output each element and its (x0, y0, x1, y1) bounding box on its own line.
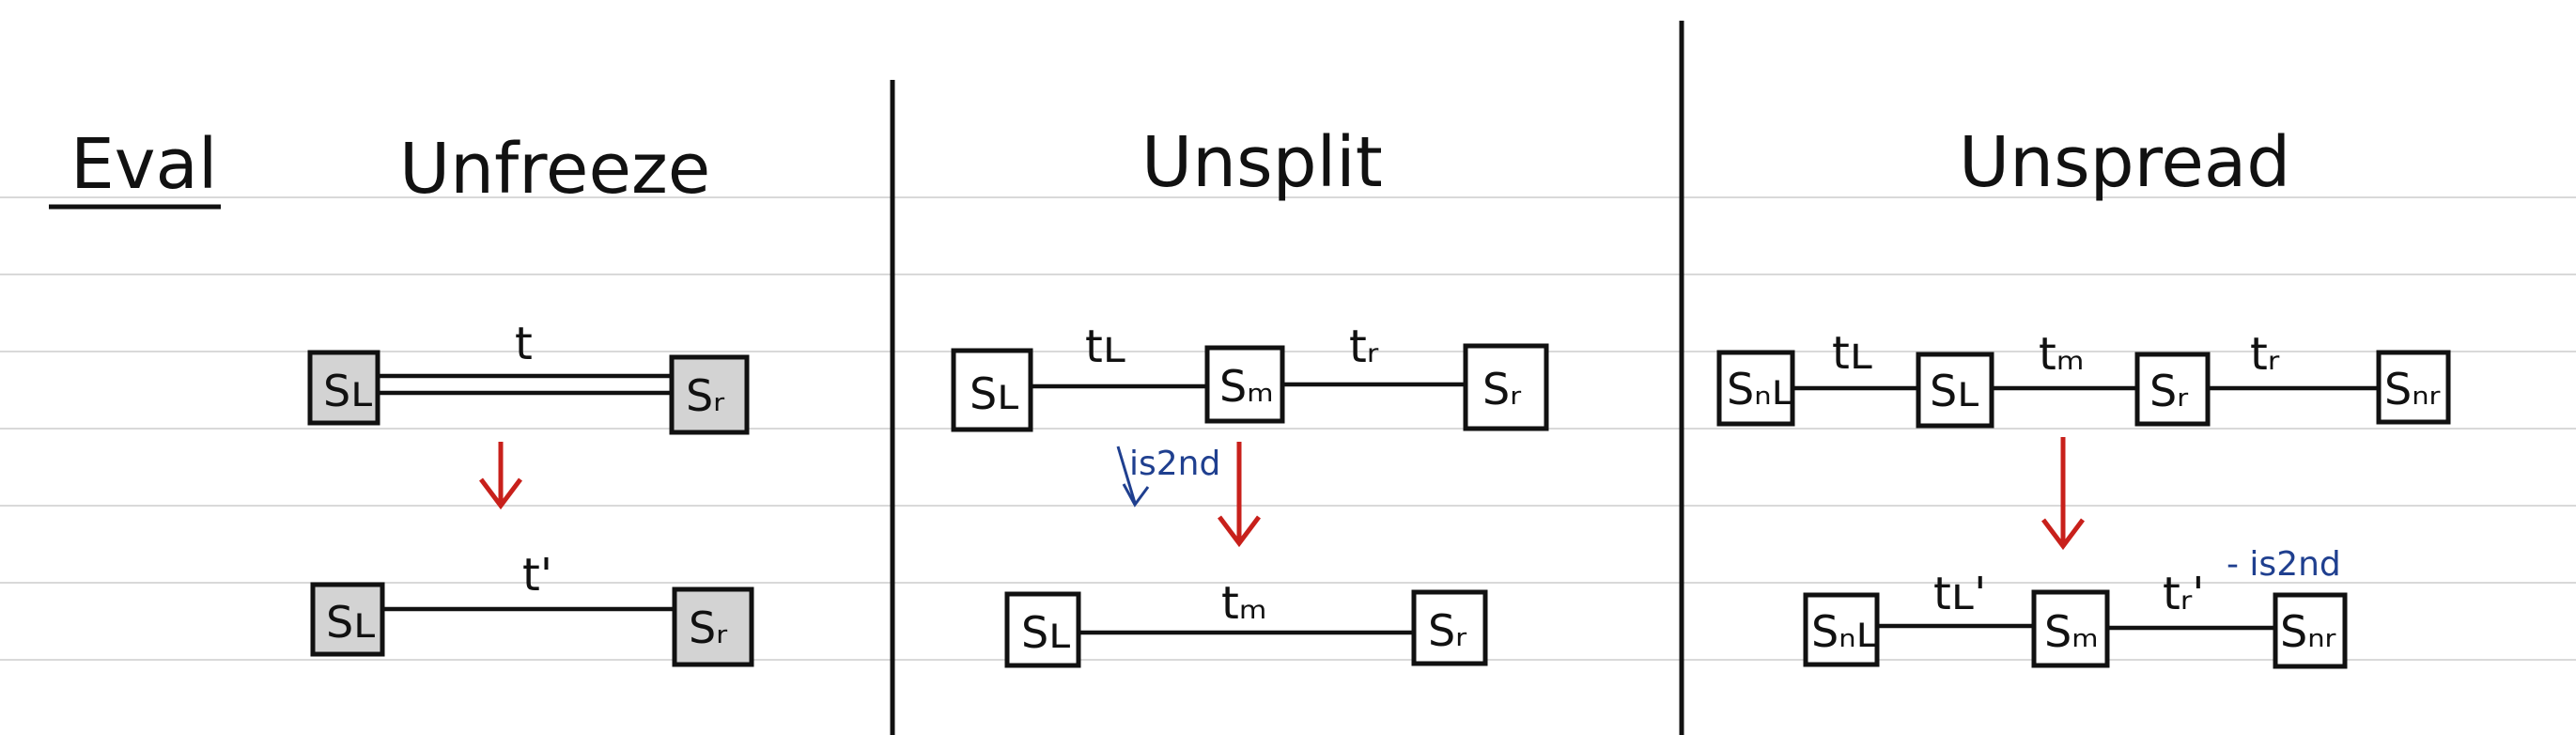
box-s-l (1004, 591, 1081, 668)
heading-eval: Eval (70, 124, 217, 205)
box-label: Sʟ (970, 368, 1019, 419)
box-label: Sʟ (1021, 607, 1071, 658)
box-label: Sᵣ (689, 602, 727, 653)
box-s-r (672, 586, 754, 667)
eval-arrow-head (479, 477, 522, 510)
wire-label: tₘ (2039, 328, 2085, 381)
wire-label: tᵣ (1349, 321, 1379, 373)
wire-label: tʟ (1832, 327, 1872, 380)
panel-unsplit: Unsplit Sʟ tʟ Sₘ tᵣ Sᵣ is2nd Sʟ tₘ Sᵣ (951, 122, 1549, 668)
box-label: Sᵣ (686, 370, 724, 421)
wire-label: tₘ (1221, 577, 1267, 630)
box-s-r (1463, 343, 1549, 431)
note-arrow-head (1122, 483, 1150, 508)
box-label: Sₙᵣ (2384, 364, 2441, 414)
box-label: Sʟ (326, 597, 376, 648)
box-label: Sʟ (1930, 366, 1979, 416)
box-s-l (307, 350, 380, 426)
box-s-nl (1716, 350, 1795, 427)
panel-title: Unfreeze (399, 129, 710, 210)
box-s-r (669, 354, 750, 435)
box-s-r (1411, 589, 1488, 666)
wire-label: tᵣ' (2163, 568, 2204, 620)
box-label: Sₙᵣ (2280, 606, 2336, 657)
wire-label: t (515, 318, 533, 370)
panel-title: Unspread (1959, 122, 2290, 203)
box-s-l (310, 582, 385, 657)
box-s-nr (2273, 592, 2348, 669)
box-label: Sₙʟ (1727, 364, 1793, 414)
note-is2nd: - is2nd (2227, 545, 2341, 584)
eval-arrow-head (1218, 515, 1261, 548)
box-s-m (2031, 589, 2110, 668)
note-arrow (1116, 446, 1137, 504)
box-label: Sₘ (1219, 361, 1274, 412)
panel-unfreeze: Unfreeze Sʟ Sᵣ t Sʟ Sᵣ t' (307, 129, 754, 667)
box-label: Sₙʟ (1811, 606, 1878, 657)
box-label: Sᵣ (1482, 364, 1521, 414)
box-s-r (2134, 352, 2211, 427)
wire-label: t' (522, 549, 552, 602)
wire-label: tʟ (1085, 321, 1125, 373)
note-is2nd: is2nd (1129, 445, 1220, 483)
box-label: Sᵣ (1428, 605, 1466, 656)
box-s-nr (2376, 350, 2451, 425)
wire-label: tʟ' (1933, 568, 1986, 620)
eval-arrow-head (2041, 518, 2085, 551)
panel-unspread: Unspread Sₙʟ tʟ Sʟ tₘ Sᵣ tᵣ Sₙᵣ Sₙʟ tʟ' … (1716, 122, 2451, 669)
box-label: Sᵣ (2149, 366, 2188, 416)
box-s-l (951, 348, 1033, 432)
box-label: Sₘ (2044, 606, 2099, 657)
box-label: Sʟ (323, 366, 373, 416)
ruled-lines (0, 196, 2576, 661)
panel-title: Unsplit (1141, 122, 1383, 203)
box-s-nl (1803, 592, 1880, 667)
wire-label: tᵣ (2250, 328, 2280, 381)
